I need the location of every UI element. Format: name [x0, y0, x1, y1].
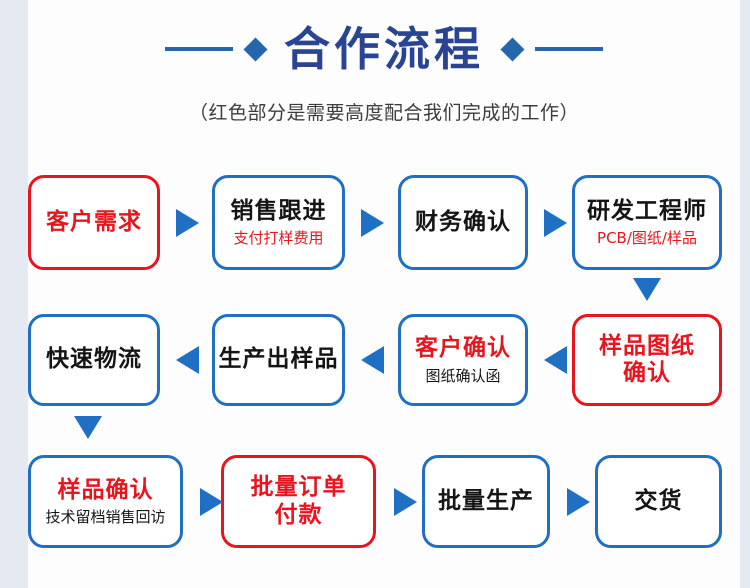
- arrow-left-icon-2: [361, 346, 384, 374]
- flow-node-bulk-production[interactable]: 批量生产: [422, 455, 550, 548]
- flow-node-fast-logistics[interactable]: 快速物流: [28, 314, 160, 406]
- flow-node-title: 交货: [634, 487, 683, 514]
- flow-diagram: 客户需求 销售跟进 支付打样费用 财务确认 研发工程师 PCB/图纸/样品 快速…: [28, 0, 740, 588]
- flow-node-title: 快速物流: [46, 346, 142, 373]
- page-title: 合作流程: [284, 22, 484, 76]
- header: 合作流程 （红色部分是需要高度配合我们完成的工作）: [28, 0, 740, 150]
- arrow-down-icon-1: [633, 278, 661, 301]
- title-left-line-icon: [165, 47, 233, 51]
- flow-node-title: 批量订单付款: [250, 474, 347, 528]
- flow-node-sales-followup[interactable]: 销售跟进 支付打样费用: [212, 175, 345, 270]
- arrow-right-icon-1: [176, 209, 199, 237]
- title-right-line-icon: [535, 47, 603, 51]
- arrow-right-icon-2: [361, 209, 384, 237]
- flow-node-subtitle: 技术留档销售回访: [45, 508, 166, 527]
- arrow-left-icon-1: [544, 346, 567, 374]
- arrow-right-icon-3: [544, 209, 567, 237]
- flow-node-produce-sample[interactable]: 生产出样品: [212, 314, 345, 406]
- flow-node-title: 生产出样品: [218, 346, 339, 373]
- page-subtitle: （红色部分是需要高度配合我们完成的工作）: [188, 102, 579, 124]
- arrow-left-icon-3: [176, 346, 199, 374]
- flow-node-subtitle: 图纸确认函: [425, 366, 501, 385]
- flow-node-subtitle: PCB/图纸/样品: [597, 229, 697, 248]
- arrow-right-icon-6: [567, 488, 590, 516]
- flow-node-title: 样品确认: [57, 476, 154, 503]
- flow-node-customer-confirm[interactable]: 客户确认 图纸确认函: [398, 314, 528, 406]
- arrow-right-icon-5: [394, 488, 417, 516]
- flow-node-rd-engineer[interactable]: 研发工程师 PCB/图纸/样品: [572, 175, 722, 270]
- flow-node-title: 批量生产: [438, 487, 534, 514]
- flow-node-title: 客户需求: [46, 208, 142, 235]
- flow-node-sample-drawing-confirm[interactable]: 样品图纸确认: [572, 314, 722, 406]
- flow-node-title: 研发工程师: [587, 197, 707, 224]
- arrow-down-icon-2: [74, 416, 102, 439]
- diagram-page: 合作流程 （红色部分是需要高度配合我们完成的工作） 客户需求 销售跟进 支付打样…: [28, 0, 740, 588]
- title-row: 合作流程: [28, 26, 740, 72]
- flow-node-bulk-order-payment[interactable]: 批量订单付款: [221, 455, 376, 548]
- flow-node-title: 销售跟进: [230, 197, 327, 224]
- flow-node-delivery[interactable]: 交货: [595, 455, 722, 548]
- flow-node-title: 样品图纸确认: [599, 332, 695, 386]
- flow-node-customer-requirement[interactable]: 客户需求: [28, 175, 160, 270]
- flow-node-finance-confirm[interactable]: 财务确认: [398, 175, 528, 270]
- flow-node-title: 客户确认: [415, 335, 511, 362]
- flow-node-sample-confirm[interactable]: 样品确认 技术留档销售回访: [28, 455, 183, 548]
- flow-node-subtitle: 支付打样费用: [233, 229, 324, 248]
- arrow-right-icon-4: [200, 488, 223, 516]
- flow-node-title: 财务确认: [415, 208, 511, 235]
